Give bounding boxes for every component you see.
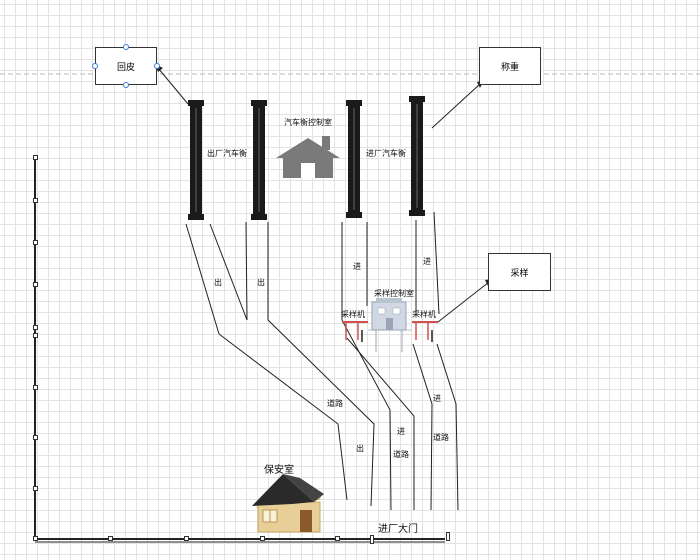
- boundary-marker[interactable]: [370, 535, 374, 544]
- road-label: 道路: [393, 450, 409, 459]
- sampler-left-label: 采样机: [341, 310, 365, 319]
- connector-chengzhong[interactable]: [431, 80, 484, 129]
- guard-room-label: 保安室: [264, 465, 294, 476]
- road-dir-jin: 进: [397, 427, 405, 436]
- selection-handle[interactable]: [92, 63, 98, 69]
- node-chengzhong[interactable]: 称重: [479, 47, 541, 85]
- connector-caiyang[interactable]: [437, 279, 492, 323]
- boundary-marker[interactable]: [184, 536, 189, 541]
- control-room-label: 汽车衡控制室: [284, 118, 332, 127]
- boundary-marker[interactable]: [33, 385, 38, 390]
- road-label: 道路: [327, 399, 343, 408]
- entry-roads[interactable]: [341, 211, 459, 511]
- boundary-marker[interactable]: [33, 155, 38, 160]
- gate-label: 进厂大门: [378, 524, 418, 535]
- boundary-marker[interactable]: [33, 282, 38, 287]
- boundary-marker[interactable]: [33, 198, 38, 203]
- selection-handle[interactable]: [154, 63, 160, 69]
- node-huipi-label: 回皮: [116, 62, 135, 73]
- boundary-marker[interactable]: [446, 532, 450, 541]
- road-dir-jin: 进: [353, 262, 361, 271]
- exit-scale-label: 出厂汽车衡: [207, 149, 247, 158]
- selection-handle[interactable]: [123, 82, 129, 88]
- exit-scale-1[interactable]: [188, 100, 204, 220]
- site-boundary[interactable]: [34, 158, 445, 543]
- connector-huipi[interactable]: [155, 64, 189, 105]
- entry-scale-2[interactable]: [409, 96, 425, 216]
- road-dir-jin: 进: [423, 257, 431, 266]
- house-icon: [276, 136, 340, 178]
- selection-handle[interactable]: [123, 44, 129, 50]
- boundary-marker[interactable]: [335, 536, 340, 541]
- road-dir-chu: 出: [356, 444, 364, 453]
- node-caiyang-label: 采样: [510, 268, 529, 279]
- node-caiyang[interactable]: 采样: [488, 253, 551, 291]
- node-chengzhong-label: 称重: [500, 62, 519, 73]
- guardhouse-icon: [252, 474, 324, 533]
- boundary-marker[interactable]: [33, 486, 38, 491]
- boundary-marker[interactable]: [33, 325, 38, 330]
- sampling-room-label: 采样控制室: [374, 289, 414, 298]
- entry-scale-label: 进厂汽车衡: [366, 149, 406, 158]
- road-dir-chu: 出: [214, 278, 222, 287]
- exit-roads[interactable]: [185, 221, 375, 507]
- boundary-marker[interactable]: [108, 536, 113, 541]
- building-icon: [371, 298, 407, 352]
- road-label: 道路: [433, 433, 449, 442]
- boundary-marker[interactable]: [33, 333, 38, 338]
- boundary-marker[interactable]: [33, 435, 38, 440]
- entry-scale-1[interactable]: [346, 100, 362, 218]
- boundary-marker[interactable]: [33, 240, 38, 245]
- exit-scale-2[interactable]: [251, 100, 267, 220]
- node-huipi[interactable]: 回皮: [95, 47, 157, 85]
- boundary-marker[interactable]: [33, 536, 38, 541]
- sampler-right-label: 采样机: [412, 310, 436, 319]
- boundary-marker[interactable]: [260, 536, 265, 541]
- road-dir-chu: 出: [257, 278, 265, 287]
- road-dir-jin: 进: [433, 394, 441, 403]
